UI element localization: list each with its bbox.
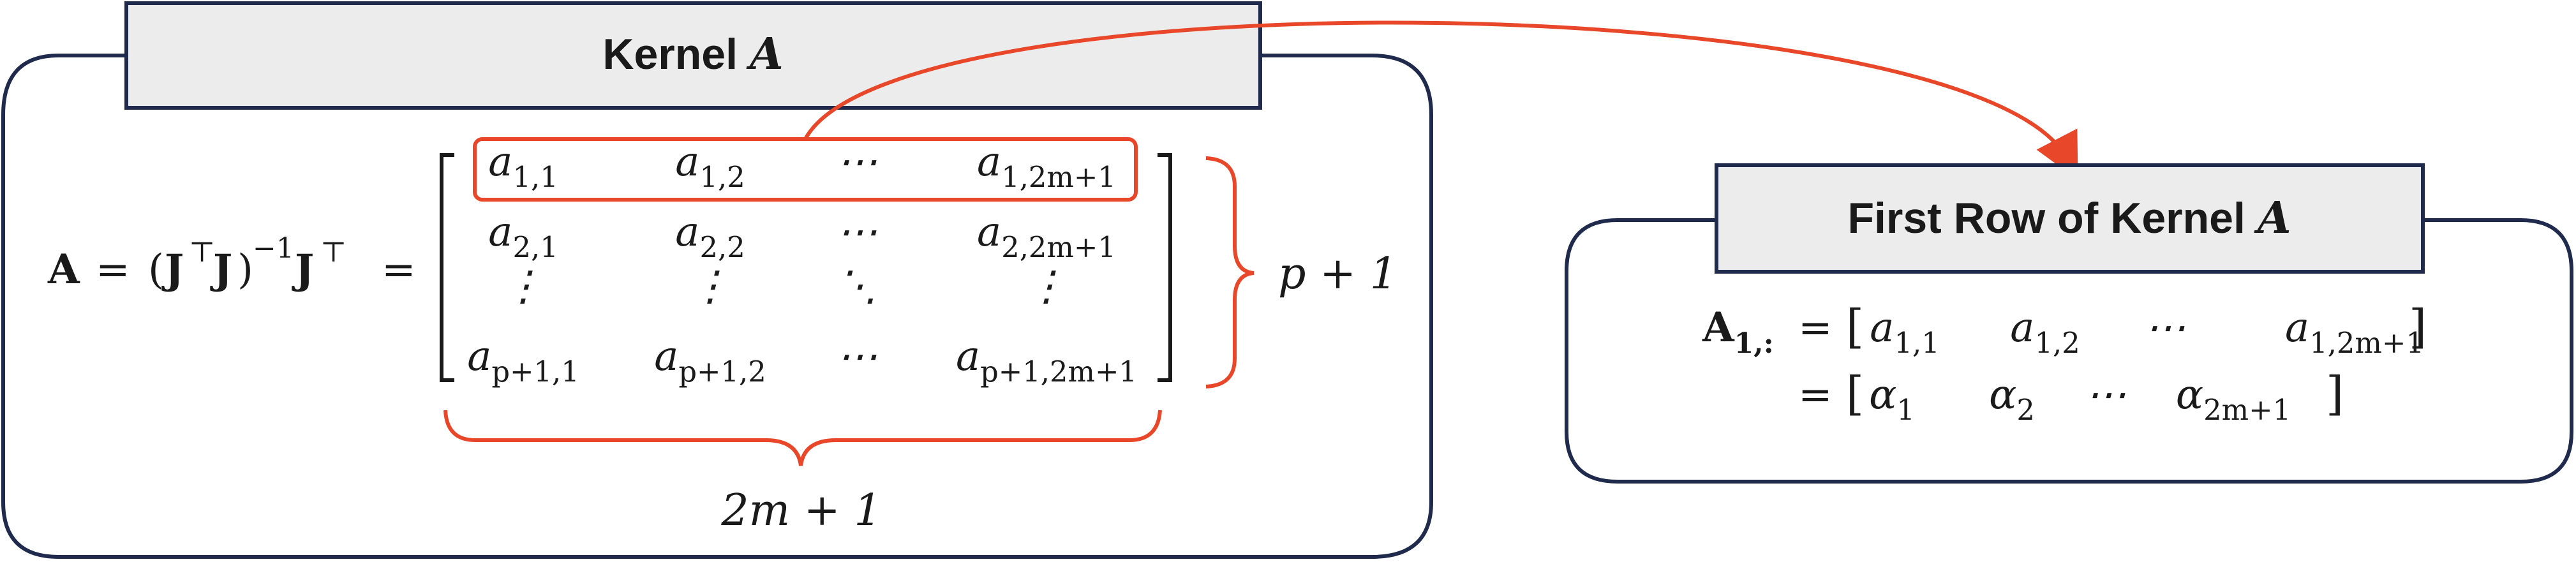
line2-entry-2: α2 (1989, 371, 2035, 427)
matrix-entry-r1-c2: a1,2 (675, 138, 745, 194)
matrix-entry-r2-c3: ⋯ (837, 209, 877, 256)
line1-equals: = (1798, 304, 1833, 351)
matrix-entry-r4-c4: ap+1,2m+1 (956, 333, 1137, 388)
line1-close-bracket: ] (2409, 300, 2427, 353)
line2-entry-1: α1 (1869, 371, 1915, 427)
eq-symbol-J1: J (161, 246, 184, 293)
matrix-entry-r3-c3: ⋱ (837, 263, 877, 310)
matrix-entry-r1-c4: a1,2m+1 (977, 138, 1116, 194)
first-row-title: First Row of Kernel A (1847, 193, 2291, 244)
rows-label: p + 1 (1278, 249, 1397, 299)
matrix-entry-r2-c1: a2,1 (488, 209, 558, 264)
connector-arrow (803, 20, 2078, 180)
line1-entry-3: ⋯ (2145, 304, 2185, 351)
matrix-entry-r3-c4: ⋮ (1026, 263, 1067, 310)
line1-entry-4: a1,2m+1 (2285, 304, 2424, 360)
eq-symbol-A: A (47, 246, 80, 293)
eq-equals-2: = (382, 246, 416, 293)
eq-right-paren: ) (237, 246, 253, 293)
eq-transpose-2: ⊤ (320, 236, 346, 269)
matrix-entry-r1-c3: ⋯ (837, 138, 877, 186)
line2-entry-4: α2m+1 (2176, 371, 2291, 427)
matrix-entry-r1-c1: a1,1 (488, 138, 558, 194)
cols-brace (443, 410, 1162, 466)
eq-equals-1: = (96, 246, 130, 293)
rows-brace (1205, 156, 1254, 388)
line2-open-bracket: [ (1846, 367, 1864, 420)
line2-entry-3: ⋯ (2085, 371, 2126, 418)
first-row-title-box (1715, 163, 2425, 274)
row-lhs-A1: A1,: (1702, 304, 1774, 360)
kernel-panel: Kernel A A = ( J ⊤ J ) −1 J ⊤ = a1,1 a1,2… (1, 1, 1433, 559)
kernel-title-box (124, 1, 1262, 110)
first-row-panel-frame (1565, 218, 2573, 484)
eq-transpose-1: ⊤ (189, 236, 215, 269)
matrix-entry-r4-c3: ⋯ (837, 333, 877, 380)
matrix-entry-r2-c4: a2,2m+1 (977, 209, 1116, 264)
line2-close-bracket: ] (2326, 367, 2344, 420)
matrix-entry-r4-c1: ap+1,1 (467, 333, 579, 388)
line2-equals: = (1798, 371, 1833, 418)
eq-left-paren: ( (148, 246, 164, 293)
line1-open-bracket: [ (1846, 300, 1864, 353)
matrix-entry-r2-c2: a2,2 (675, 209, 745, 264)
line1-entry-2: a1,2 (2010, 304, 2080, 360)
matrix-left-bracket (440, 153, 454, 382)
matrix-right-bracket (1158, 153, 1172, 382)
eq-symbol-J3: J (292, 246, 314, 293)
matrix-entry-r3-c2: ⋮ (690, 263, 731, 310)
kernel-equation: A = ( J ⊤ J ) −1 J ⊤ = (47, 221, 416, 293)
matrix-entry-r4-c2: ap+1,2 (654, 333, 766, 388)
cols-label: 2m + 1 (720, 485, 881, 536)
matrix-entry-r3-c1: ⋮ (503, 263, 544, 310)
kernel-panel-frame (1, 54, 1433, 559)
line1-entry-1: a1,1 (1870, 304, 1939, 360)
eq-inverse-exponent: −1 (253, 232, 294, 265)
eq-symbol-J2: J (210, 246, 232, 293)
kernel-title: Kernel A (602, 29, 783, 80)
